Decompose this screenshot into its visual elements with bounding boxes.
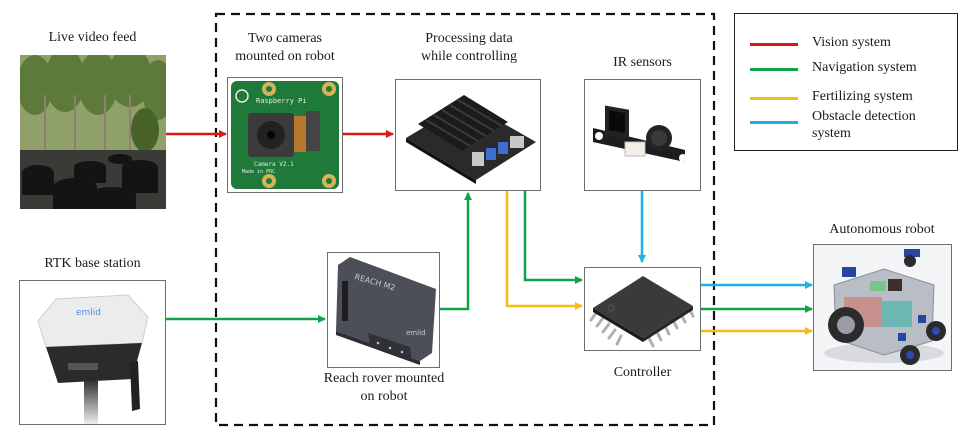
legend-label-navigation: Navigation system	[812, 60, 917, 75]
legend-item-vision: Vision system	[735, 35, 957, 73]
cameras-image: Raspberry Pi Camera V2.1 Made in PRC	[227, 77, 343, 193]
jetson-nano-board-icon	[406, 95, 536, 184]
ir-label: IR sensors	[613, 55, 672, 70]
reach-emlid-text: emlid	[406, 329, 425, 337]
emlid-reach-module-icon: REACH M2 emlid	[336, 257, 436, 365]
legend-item-obstacle: Obstacle detection system	[735, 109, 957, 151]
robot-onboard-boundary	[214, 12, 716, 427]
legend-item-navigation: Navigation system	[735, 60, 957, 98]
cameras-label: Two cameras mounted on robot	[226, 30, 344, 66]
legend: Vision system Navigation system Fertiliz…	[734, 13, 958, 151]
arrow-processing-to-controller-fertilizing	[505, 190, 583, 310]
cameras-label-line2: mounted on robot	[235, 49, 335, 64]
legend-swatch-obstacle	[750, 121, 798, 124]
controller-label: Controller	[613, 365, 672, 380]
processing-label-line1: Processing data	[425, 31, 513, 46]
live-video-image	[20, 55, 166, 209]
emlid-gnss-base-station-icon: emlid	[37, 294, 149, 424]
legend-swatch-fertilizing	[750, 97, 798, 100]
legend-label-obstacle: Obstacle detection system	[812, 109, 916, 141]
legend-swatch-vision	[750, 43, 798, 46]
arrow-processing-to-controller-navigation	[523, 190, 583, 284]
legend-swatch-navigation	[750, 68, 798, 71]
legend-label-vision: Vision system	[812, 35, 891, 50]
board-brand-text: Raspberry Pi	[256, 97, 307, 105]
rtk-image: emlid	[19, 280, 166, 425]
live-video-label: Live video feed	[48, 30, 137, 45]
legend-label-fertilizing: Fertilizing system	[812, 89, 913, 104]
robot-image	[813, 244, 952, 371]
processing-image	[395, 79, 541, 191]
reach-image: REACH M2 emlid	[327, 252, 440, 368]
legend-item-fertilizing: Fertilizing system	[735, 89, 957, 127]
cameras-label-line1: Two cameras	[247, 31, 323, 46]
microcontroller-chip-icon	[589, 276, 695, 348]
processing-label: Processing data while controlling	[396, 30, 542, 66]
reach-label: Reach rover mounted on robot	[314, 370, 454, 406]
board-model-text: Camera V2.1	[254, 161, 294, 168]
board-origin-text: Made in PRC	[242, 169, 275, 175]
controller-image	[584, 267, 701, 351]
ir-distance-sensor-icon	[593, 105, 687, 162]
ir-image	[584, 79, 701, 191]
robot-cad-render-icon	[814, 245, 951, 370]
arrow-reach-to-processing	[440, 192, 472, 311]
raspberry-pi-camera-module-icon: Raspberry Pi Camera V2.1 Made in PRC	[231, 81, 339, 189]
potted-trees-photo-icon	[20, 55, 166, 209]
reach-label-line1: Reach rover mounted	[323, 371, 445, 386]
robot-label: Autonomous robot	[829, 222, 935, 237]
rtk-brand-text: emlid	[76, 308, 101, 318]
reach-label-line2: on robot	[360, 389, 408, 404]
rtk-label: RTK base station	[44, 256, 141, 271]
processing-label-line2: while controlling	[420, 49, 518, 64]
